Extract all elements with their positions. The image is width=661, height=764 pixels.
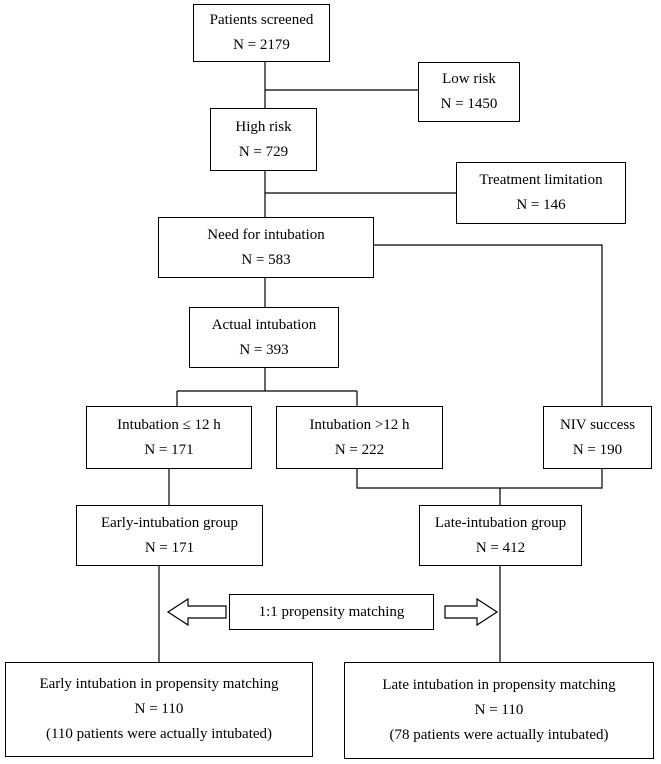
patients-screened-title: Patients screened	[209, 12, 314, 28]
late-matched-title: Late intubation in propensity matching	[382, 677, 616, 693]
intubation-le12-title: Intubation ≤ 12 h	[117, 416, 221, 433]
early-intubation-group-box: Early-intubation group N = 171	[76, 505, 263, 566]
early-matched-box: Early intubation in propensity matching …	[5, 662, 313, 757]
early-matched-note: (110 patients were actually intubated)	[45, 726, 273, 742]
treatment-limitation-title: Treatment limitation	[479, 172, 603, 188]
low-risk-box: Low risk N = 1450	[418, 62, 520, 122]
niv-success-box: NIV success N = 190	[543, 406, 652, 469]
propensity-matching-box: 1:1 propensity matching	[229, 594, 434, 630]
need-for-intubation-title: Need for intubation	[207, 226, 325, 243]
high-risk-box: High risk N = 729	[210, 108, 317, 171]
treatment-limitation-count: N = 146	[516, 197, 566, 213]
right-arrow-icon	[444, 597, 499, 627]
late-intubation-group-title: Late-intubation group	[434, 514, 567, 531]
patients-screened-count: N = 2179	[233, 37, 290, 53]
need-for-intubation-box: Need for intubation N = 583	[158, 217, 374, 278]
intubation-gt12-count: N = 222	[334, 441, 385, 458]
late-matched-note: (78 patients were actually intubated)	[389, 727, 609, 743]
late-intubation-group-box: Late-intubation group N = 412	[419, 505, 582, 566]
actual-intubation-box: Actual intubation N = 393	[189, 307, 339, 368]
left-arrow-icon	[166, 597, 227, 627]
early-intubation-group-title: Early-intubation group	[100, 514, 239, 531]
intubation-gt12-title: Intubation >12 h	[309, 416, 410, 433]
late-intubation-group-count: N = 412	[475, 539, 526, 556]
high-risk-title: High risk	[235, 118, 292, 135]
intubation-le12-box: Intubation ≤ 12 h N = 171	[86, 406, 252, 469]
early-matched-count: N = 110	[134, 701, 184, 717]
early-matched-title: Early intubation in propensity matching	[39, 676, 279, 692]
connector-need-niv	[374, 244, 603, 406]
propensity-matching-label: 1:1 propensity matching	[258, 603, 405, 620]
high-risk-count: N = 729	[238, 143, 289, 160]
need-for-intubation-count: N = 583	[241, 251, 291, 268]
early-intubation-group-count: N = 171	[144, 539, 195, 556]
niv-success-title: NIV success	[559, 416, 636, 433]
patients-screened-box: Patients screened N = 2179	[193, 4, 330, 62]
intubation-le12-count: N = 171	[144, 441, 194, 458]
niv-success-count: N = 190	[572, 441, 623, 458]
low-risk-title: Low risk	[442, 71, 496, 87]
treatment-limitation-box: Treatment limitation N = 146	[456, 162, 626, 224]
actual-intubation-count: N = 393	[239, 341, 289, 358]
late-matched-box: Late intubation in propensity matching N…	[344, 662, 654, 759]
late-matched-count: N = 110	[474, 702, 524, 718]
low-risk-count: N = 1450	[440, 96, 498, 112]
connector-gt12-late	[356, 469, 603, 489]
actual-intubation-title: Actual intubation	[211, 316, 317, 333]
intubation-gt12-box: Intubation >12 h N = 222	[276, 406, 443, 469]
